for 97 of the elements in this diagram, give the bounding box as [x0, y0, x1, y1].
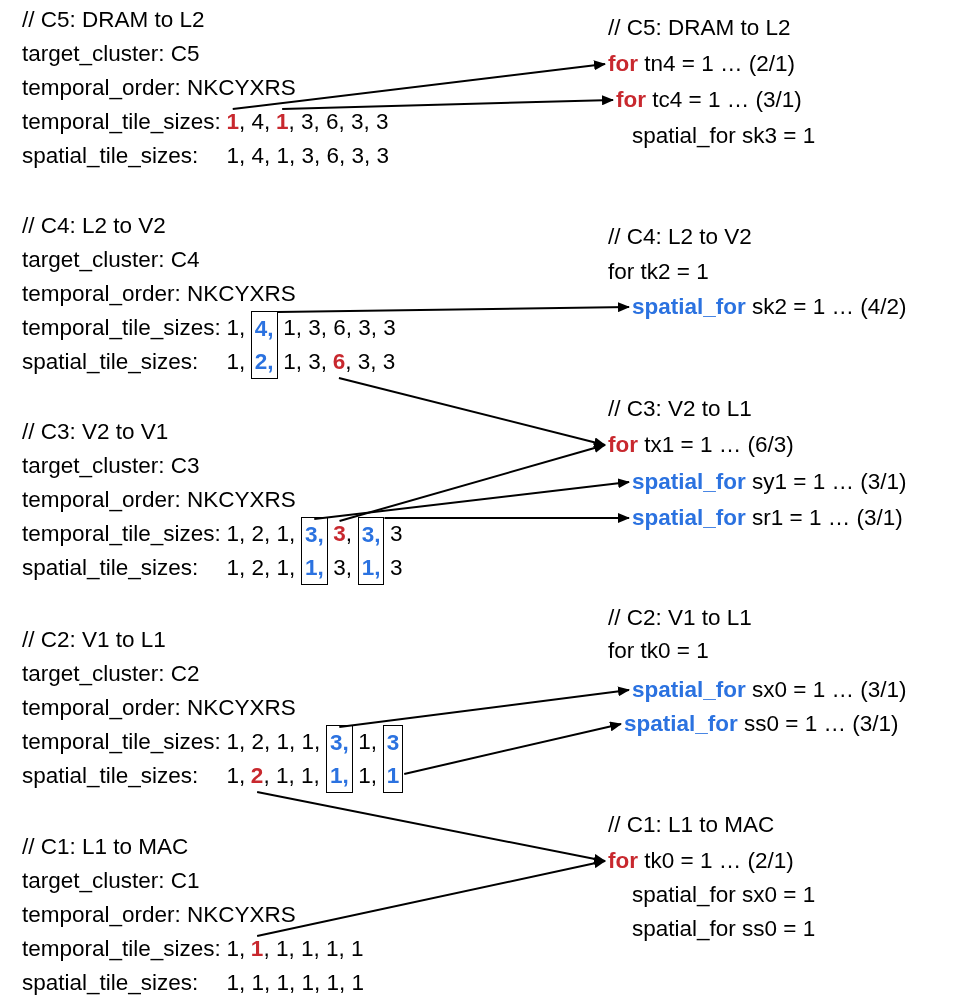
field-name: spatial_tile_sizes:: [22, 970, 199, 995]
loop-line: spatial_for sr1 = 1 … (3/1): [632, 503, 903, 533]
highlight-box: [300, 517, 328, 585]
tile-values: , 4,: [239, 108, 271, 136]
field-name: temporal_tile_sizes:: [22, 936, 221, 961]
tile-value: 3,: [361, 521, 381, 549]
tile-values: 3: [390, 554, 403, 582]
comment-line: // C5: DRAM to L2: [608, 14, 791, 42]
tile-value: 1,: [361, 554, 381, 582]
tile-values: 1, 3, 6, 3, 3: [283, 314, 396, 342]
loop-line: for tx1 = 1 … (6/3): [608, 430, 794, 460]
comment-line: // C3: V2 to V1: [22, 418, 169, 446]
comment-line: // C1: L1 to MAC: [22, 833, 189, 861]
tile-values: 1,: [226, 762, 246, 790]
comment-line: // C1: L1 to MAC: [608, 811, 775, 839]
field-name: spatial_tile_sizes:: [22, 763, 199, 788]
loop-line: spatial_for ss0 = 1: [632, 915, 816, 943]
tile-value: 2,: [254, 348, 274, 376]
config-line: target_cluster: C4: [22, 246, 200, 274]
tile-value: 3,: [329, 729, 349, 757]
arrow: [276, 302, 630, 313]
tile-values: 1,: [358, 762, 378, 790]
highlighted-value: 1: [226, 107, 239, 137]
comment-line: // C4: L2 to V2: [22, 212, 166, 240]
arrow: [403, 721, 622, 775]
highlighted-value: 3: [333, 519, 346, 549]
arrow: [281, 95, 614, 110]
tile-values: 1,: [226, 314, 246, 342]
highlighted-value: 6: [332, 347, 346, 377]
field-name: temporal_tile_sizes:: [22, 315, 221, 340]
tile-values: 1,: [358, 728, 378, 756]
arrow: [338, 443, 606, 522]
tile-values: 1, 3,: [283, 348, 328, 376]
tile-values: 1, 1, 1, 1, 1, 1: [226, 969, 365, 997]
loop-line: spatial_for sx0 = 1: [632, 881, 816, 909]
highlight-box: [382, 725, 404, 793]
tile-values: 3: [390, 520, 403, 548]
loop-line: spatial_for sk2 = 1 … (4/2): [632, 292, 907, 322]
highlighted-value: 2: [250, 761, 264, 791]
config-line: target_cluster: C1: [22, 867, 200, 895]
arrow: [383, 513, 630, 523]
highlighted-value: 1: [275, 107, 289, 137]
tile-value: 3: [386, 729, 400, 757]
tile-values: 1, 2, 1,: [226, 554, 296, 582]
config-line: temporal_order: NKCYXRS: [22, 74, 296, 102]
loop-line: spatial_for ss0 = 1 … (3/1): [624, 709, 899, 739]
highlight-box: [250, 311, 278, 379]
field-name: temporal_tile_sizes:: [22, 729, 221, 754]
arrow: [338, 686, 630, 728]
comment-line: // C2: V1 to L1: [22, 626, 166, 654]
tile-value: 3,: [304, 521, 324, 549]
tile-values: 1,: [226, 348, 246, 376]
highlighted-value: 1: [250, 934, 264, 964]
tile-values: , 3, 6, 3, 3: [288, 108, 389, 136]
comment-line: // C5: DRAM to L2: [22, 6, 205, 34]
tile-values: , 1, 1, 1, 1: [263, 935, 364, 963]
tile-values: 1, 4, 1, 3, 6, 3, 3: [226, 142, 390, 170]
tile-values: ,: [345, 520, 353, 548]
config-line: temporal_order: NKCYXRS: [22, 280, 296, 308]
tile-value: 4,: [254, 315, 274, 343]
comment-line: // C4: L2 to V2: [608, 223, 752, 251]
config-line: temporal_order: NKCYXRS: [22, 901, 296, 929]
loop-line: for tc4 = 1 … (3/1): [616, 85, 802, 115]
tile-values: 1,: [226, 935, 246, 963]
loop-line: for tn4 = 1 … (2/1): [608, 49, 795, 79]
config-line: target_cluster: C5: [22, 40, 200, 68]
tile-values: 1, 2, 1,: [226, 520, 296, 548]
loop-line: for tk0 = 1 … (2/1): [608, 846, 794, 876]
field-name: spatial_tile_sizes:: [22, 555, 199, 580]
arrow: [256, 858, 606, 937]
arrow: [231, 60, 606, 110]
tile-value: 1,: [304, 554, 324, 582]
highlight-box: [357, 517, 385, 585]
field-name: spatial_tile_sizes:: [22, 349, 199, 374]
comment-line: // C3: V2 to L1: [608, 395, 752, 423]
highlight-box: [325, 725, 353, 793]
config-line: target_cluster: C3: [22, 452, 200, 480]
tile-values: , 1, 1,: [263, 762, 320, 790]
field-name: temporal_tile_sizes:: [22, 109, 221, 134]
config-line: temporal_order: NKCYXRS: [22, 694, 296, 722]
loop-line: spatial_for sk3 = 1: [632, 122, 816, 150]
tile-values: , 3, 3: [345, 348, 396, 376]
tile-values: 1, 2, 1, 1,: [226, 728, 321, 756]
comment-line: // C2: V1 to L1: [608, 604, 752, 632]
loop-line: spatial_for sy1 = 1 … (3/1): [632, 467, 907, 497]
tile-value: 1,: [329, 762, 349, 790]
loop-line: for tk2 = 1: [608, 258, 709, 286]
arrow: [313, 478, 630, 520]
loop-line: spatial_for sx0 = 1 … (3/1): [632, 675, 907, 705]
field-name: spatial_tile_sizes:: [22, 143, 199, 168]
loop-line: for tk0 = 1: [608, 637, 709, 665]
tile-values: 3,: [333, 554, 353, 582]
field-name: temporal_tile_sizes:: [22, 521, 221, 546]
tile-value: 1: [386, 762, 400, 790]
arrow: [337, 377, 606, 448]
config-line: temporal_order: NKCYXRS: [22, 486, 296, 514]
config-line: target_cluster: C2: [22, 660, 200, 688]
